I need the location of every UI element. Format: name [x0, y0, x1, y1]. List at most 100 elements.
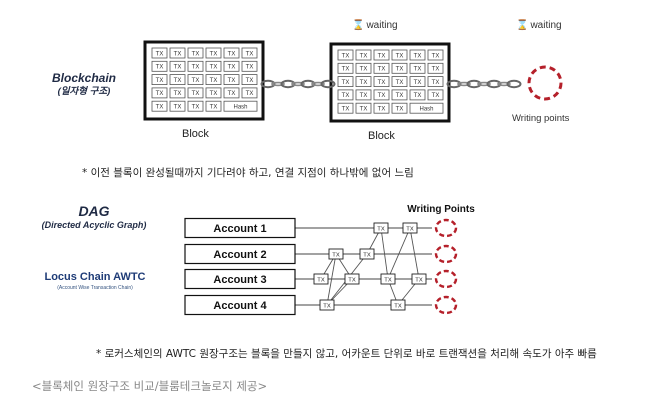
tx-cell: [373, 102, 390, 114]
locus-brand: Locus Chain AWTC: [44, 271, 146, 283]
account-box-frame: [184, 243, 296, 265]
tx-cell: [373, 76, 390, 87]
chain-ring: [311, 81, 325, 87]
dag-tx-frame: [319, 299, 335, 311]
dag-tx-label: TX: [363, 252, 371, 258]
tx-cell-label: TX: [174, 65, 182, 71]
tx-cell: [151, 100, 168, 112]
dag-tx-label: TX: [323, 303, 331, 309]
tx-cell-label: TX: [342, 80, 350, 86]
dashed-circle-icon: [434, 269, 458, 289]
hash-cell-label: Hash: [419, 107, 433, 113]
account-box-label: Account 4: [213, 300, 267, 312]
chain-ring: [291, 81, 305, 87]
tx-cell: [241, 60, 258, 72]
tx-cell: [241, 74, 258, 85]
tx-cell-label: TX: [228, 51, 236, 57]
block-caption-2: Block: [368, 130, 395, 142]
tx-cell: [151, 87, 168, 99]
chain-ring: [506, 79, 522, 89]
dag-tx-frame: [373, 222, 389, 234]
tx-cell: [409, 76, 426, 87]
dag-tx-8: TX: [411, 273, 427, 285]
chain-ring: [466, 79, 482, 89]
tx-cell: [169, 87, 186, 99]
tx-cell-label: TX: [228, 78, 236, 84]
tx-cell: [187, 60, 204, 72]
blockchain-graphics: TX TX TX TX TX TX TX TX TX TX TX TX TX TX TX TX TX TX TX TX…: [143, 40, 563, 123]
tx-cell-label: TX: [246, 51, 254, 57]
tx-cell-label: TX: [414, 93, 422, 99]
dag-tx-label: TX: [384, 277, 392, 283]
tx-cell: [355, 49, 372, 61]
tx-cell-label: TX: [432, 93, 440, 99]
dag-edge: [387, 227, 411, 280]
waiting-label-2: ⌛waiting: [516, 20, 562, 31]
tx-cell-label: TX: [228, 65, 236, 71]
tx-cell-label: TX: [360, 93, 368, 99]
dag-tx-label: TX: [394, 303, 402, 309]
source-caption: <블록체인 원장구조 비교/블룸테크놀로지 제공>: [32, 379, 268, 393]
dag-tx-frame: [313, 273, 329, 285]
tx-cell-label: TX: [360, 107, 368, 113]
tx-cell: [205, 74, 222, 85]
tx-cell: [373, 49, 390, 61]
tx-cell: [373, 62, 390, 74]
tx-cell-label: TX: [360, 67, 368, 73]
tx-cell-label: TX: [360, 80, 368, 86]
tx-cell-label: TX: [378, 93, 386, 99]
tx-cell: [337, 102, 354, 114]
tx-cell: [337, 89, 354, 101]
chain-ring: [446, 79, 462, 89]
tx-cell-label: TX: [414, 53, 422, 59]
dag-tx-5: TX: [313, 273, 329, 285]
tx-cell: [241, 47, 258, 59]
tx-cell-label: TX: [192, 78, 200, 84]
chain-ring: [477, 81, 491, 87]
tx-cell: [187, 47, 204, 59]
tx-cell-label: TX: [432, 80, 440, 86]
tx-cell-label: TX: [396, 80, 404, 86]
chain-ring: [260, 79, 276, 89]
dag-tx-label: TX: [377, 226, 385, 232]
tx-cell-label: TX: [378, 53, 386, 59]
tx-cell: [355, 62, 372, 74]
tx-cell: [205, 60, 222, 72]
tx-cell-label: TX: [156, 91, 164, 97]
dag-tx-2: TX: [402, 222, 418, 234]
tx-cell-label: TX: [414, 67, 422, 73]
tx-cell: [355, 102, 372, 114]
block-caption-1: Block: [182, 128, 209, 140]
tx-cell: [223, 47, 240, 59]
account-box-1: Account 1: [184, 217, 296, 239]
account-box-label: Account 2: [213, 249, 266, 261]
tx-cell: [355, 89, 372, 101]
dag-tx-label: TX: [348, 277, 356, 283]
tx-cell-label: TX: [432, 53, 440, 59]
tx-cell-label: TX: [396, 53, 404, 59]
dag-tx-frame: [411, 273, 427, 285]
tx-cell: [187, 74, 204, 85]
dag-tx-7: TX: [380, 273, 396, 285]
tx-cell: [337, 62, 354, 74]
tx-cell: [355, 76, 372, 87]
tx-cell: [205, 87, 222, 99]
account-box-2: Account 2: [184, 243, 296, 265]
tx-cell-label: TX: [414, 80, 422, 86]
dag-tx-frame: [328, 248, 344, 260]
tx-cell-label: TX: [156, 51, 164, 57]
account-box-label: Account 3: [213, 274, 266, 286]
chain-ring: [271, 81, 285, 87]
dag-tx-4: TX: [359, 248, 375, 260]
tx-cell-label: TX: [246, 91, 254, 97]
waiting-text-2: waiting: [530, 20, 562, 31]
tx-cell-label: TX: [192, 51, 200, 57]
blockchain-title: Blockchain: [51, 71, 117, 85]
dag-graphics: Account 1 Account 2 Account 3 Account 4 TX TX…: [184, 217, 458, 316]
tx-cell: [391, 89, 408, 101]
chain-ring: [280, 79, 296, 89]
hash-cell: [223, 100, 258, 112]
tx-cell: [169, 100, 186, 112]
